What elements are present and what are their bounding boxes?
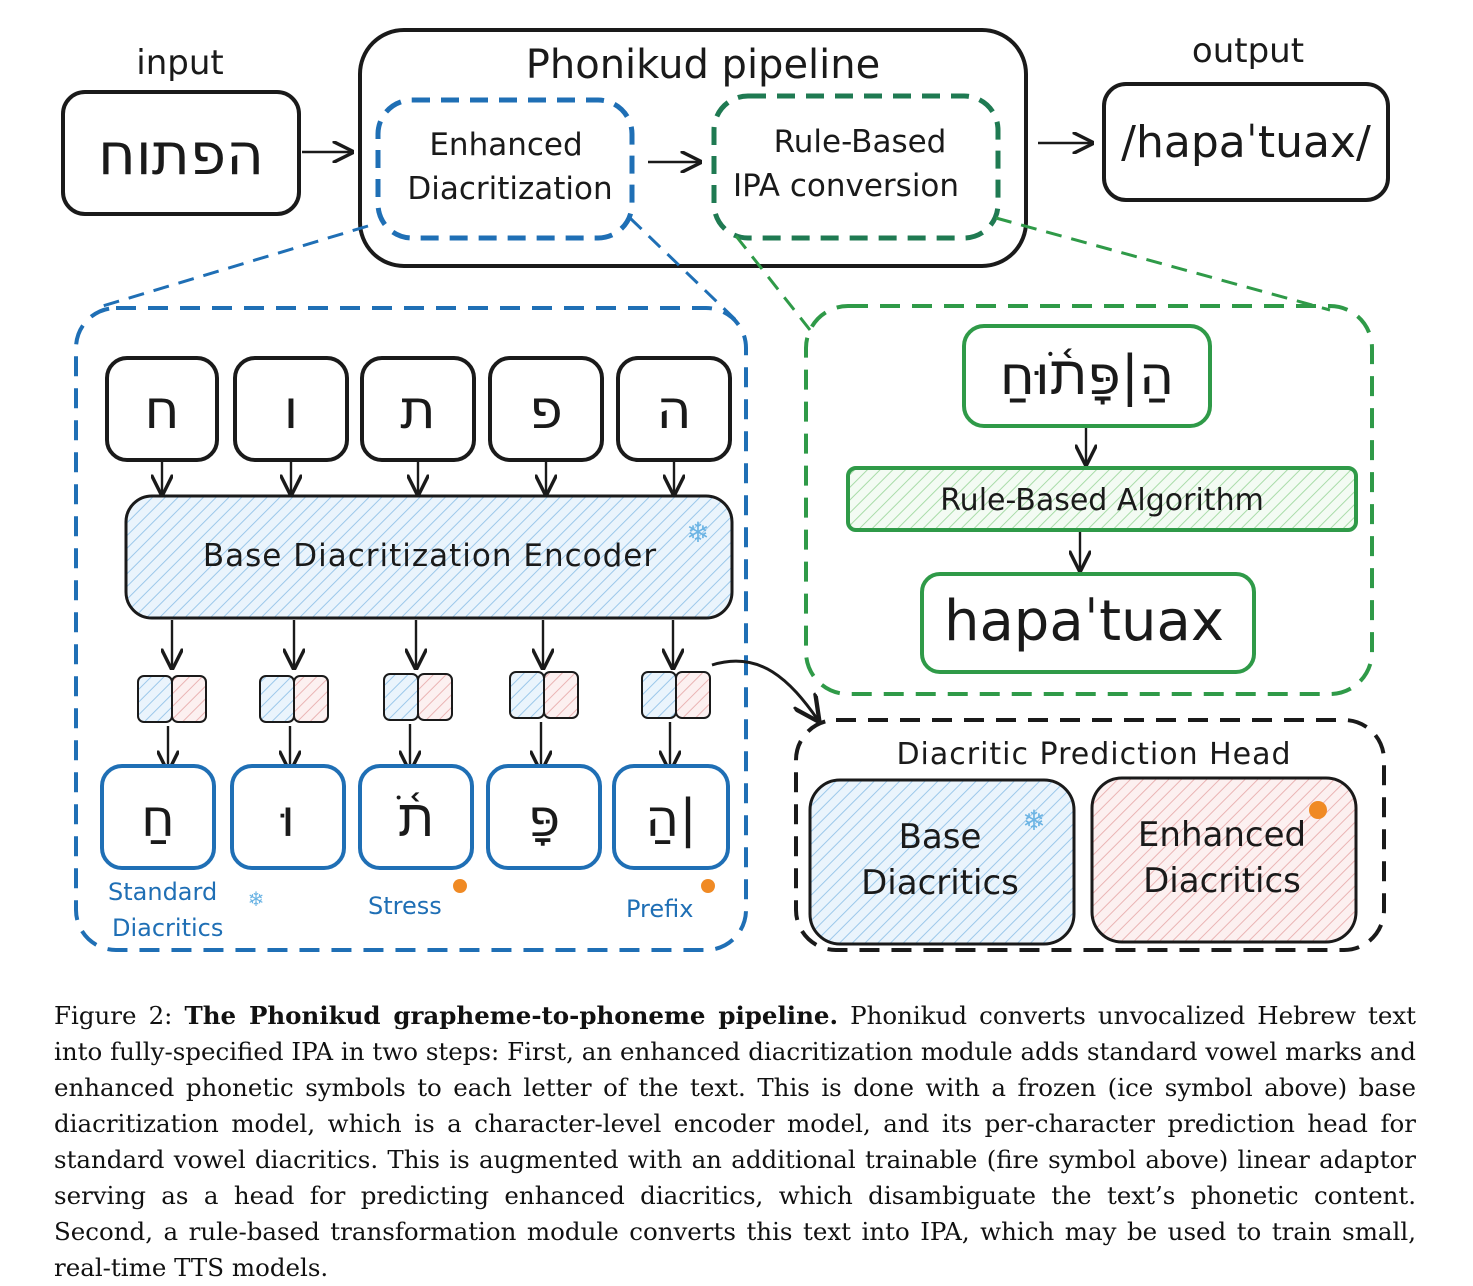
input-letter: פ: [529, 378, 563, 441]
zoom-line-left: [95, 224, 369, 310]
base-line2: Diacritics: [861, 863, 1019, 903]
input-letter-box: [488, 356, 604, 462]
output-letter-box: [230, 764, 346, 870]
output-letter-box: [486, 764, 602, 870]
input-letter-box: [360, 356, 476, 462]
frozen-embedding: [509, 671, 545, 719]
output-box: [1102, 82, 1390, 202]
fire-icon: [701, 879, 715, 893]
input-letter: ח: [144, 378, 179, 441]
fire-icon: [1309, 801, 1327, 819]
trainable-embedding: [171, 675, 207, 723]
vocalized-word: הַ|פָּתֹ֫וּחַ: [1000, 344, 1175, 407]
snowflake-icon: ❄: [1022, 804, 1045, 837]
output-letter: חַ: [141, 789, 175, 849]
arrow-to-prediction-head: [711, 659, 818, 720]
input-letter-box: [105, 356, 219, 462]
stage-rule-based-ipa: [711, 93, 1001, 241]
embedding-pairs: [137, 671, 711, 723]
output-letter-box: [100, 764, 216, 870]
pipeline-title: Phonikud pipeline: [526, 42, 881, 88]
letter-to-encoder-arrows: [162, 462, 674, 494]
input-label: input: [136, 43, 223, 83]
caption-prefix: Figure 2:: [54, 1001, 185, 1030]
base-diacritization-encoder: [124, 494, 734, 620]
input-letter: ה: [656, 378, 691, 441]
figure-caption: Figure 2: The Phonikud grapheme-to-phone…: [54, 998, 1416, 1286]
stage2-line2: IPA conversion: [733, 168, 959, 204]
encoder-to-embedding-arrows: [172, 620, 673, 668]
snowflake-icon: ❄: [686, 516, 709, 549]
prediction-head-panel: [794, 718, 1386, 952]
snowflake-icon: ❄: [248, 887, 265, 911]
input-letter: ו: [284, 378, 299, 441]
input-letter-box: [233, 356, 349, 462]
stage1-line2: Diacritization: [407, 171, 612, 207]
enhanced-diacritics-box: [1090, 776, 1358, 944]
enhanced-line1: Enhanced: [1138, 815, 1306, 855]
frozen-embedding: [137, 675, 173, 723]
frozen-embedding: [383, 673, 419, 721]
output-letter-box: [612, 764, 730, 870]
stage1-line1: Enhanced: [429, 127, 582, 163]
stage-enhanced-diacritization: [375, 97, 635, 241]
legend-standard-line2: Diacritics: [112, 914, 223, 942]
caption-title: The Phonikud grapheme-to-phoneme pipelin…: [184, 1001, 839, 1030]
base-diacritics-box: [808, 778, 1076, 946]
embedding-to-output-arrows: [168, 722, 670, 770]
pipeline-diagram: input הפתוח Phonikud pipeline Enhanced D…: [61, 28, 1390, 952]
input-letter-box: [616, 356, 732, 462]
ipa-result: hapaˈtuax: [944, 589, 1224, 654]
output-letter-boxes: [100, 764, 730, 870]
output-letter: הַ|: [645, 789, 697, 849]
head-title: Diacritic Prediction Head: [896, 737, 1291, 772]
output-letter-box: [358, 764, 474, 870]
legend-standard-line1: Standard: [108, 878, 217, 906]
fire-icon: [453, 879, 467, 893]
legend-prefix: Prefix: [626, 895, 693, 923]
output-letter: פָּ: [528, 789, 560, 849]
encoder-panel: [74, 306, 748, 952]
legend-stress: Stress: [368, 892, 442, 920]
trainable-embedding: [675, 671, 711, 719]
ipa-result-box: [920, 572, 1256, 674]
rule-based-algorithm-box: [846, 466, 1358, 532]
zoom-line-green-right: [995, 216, 1331, 312]
trainable-embedding: [293, 675, 329, 723]
base-line1: Base: [899, 817, 982, 857]
input-box: [61, 90, 301, 216]
caption-body: Phonikud converts unvocalized Hebrew tex…: [54, 1001, 1417, 1282]
input-letter-boxes: [105, 356, 732, 462]
vocalized-word-box: [962, 324, 1212, 428]
zoom-line-green-left: [734, 235, 812, 331]
output-ipa: /hapaˈtuax/: [1121, 117, 1371, 168]
output-letter: וּ: [279, 789, 295, 849]
stage2-line1: Rule-Based: [774, 124, 947, 160]
output-label: output: [1192, 31, 1304, 71]
output-letter: תֹ֫: [396, 789, 434, 849]
algorithm-label: Rule-Based Algorithm: [940, 483, 1264, 518]
trainable-embedding: [543, 671, 579, 719]
frozen-embedding: [641, 671, 677, 719]
encoder-label: Base Diacritization Encoder: [203, 538, 657, 574]
trainable-embedding: [417, 673, 453, 721]
rule-based-panel: [804, 304, 1374, 696]
enhanced-line2: Diacritics: [1143, 861, 1301, 901]
input-letter: ת: [400, 378, 436, 441]
input-word: הפתוח: [98, 120, 264, 188]
frozen-embedding: [259, 675, 295, 723]
